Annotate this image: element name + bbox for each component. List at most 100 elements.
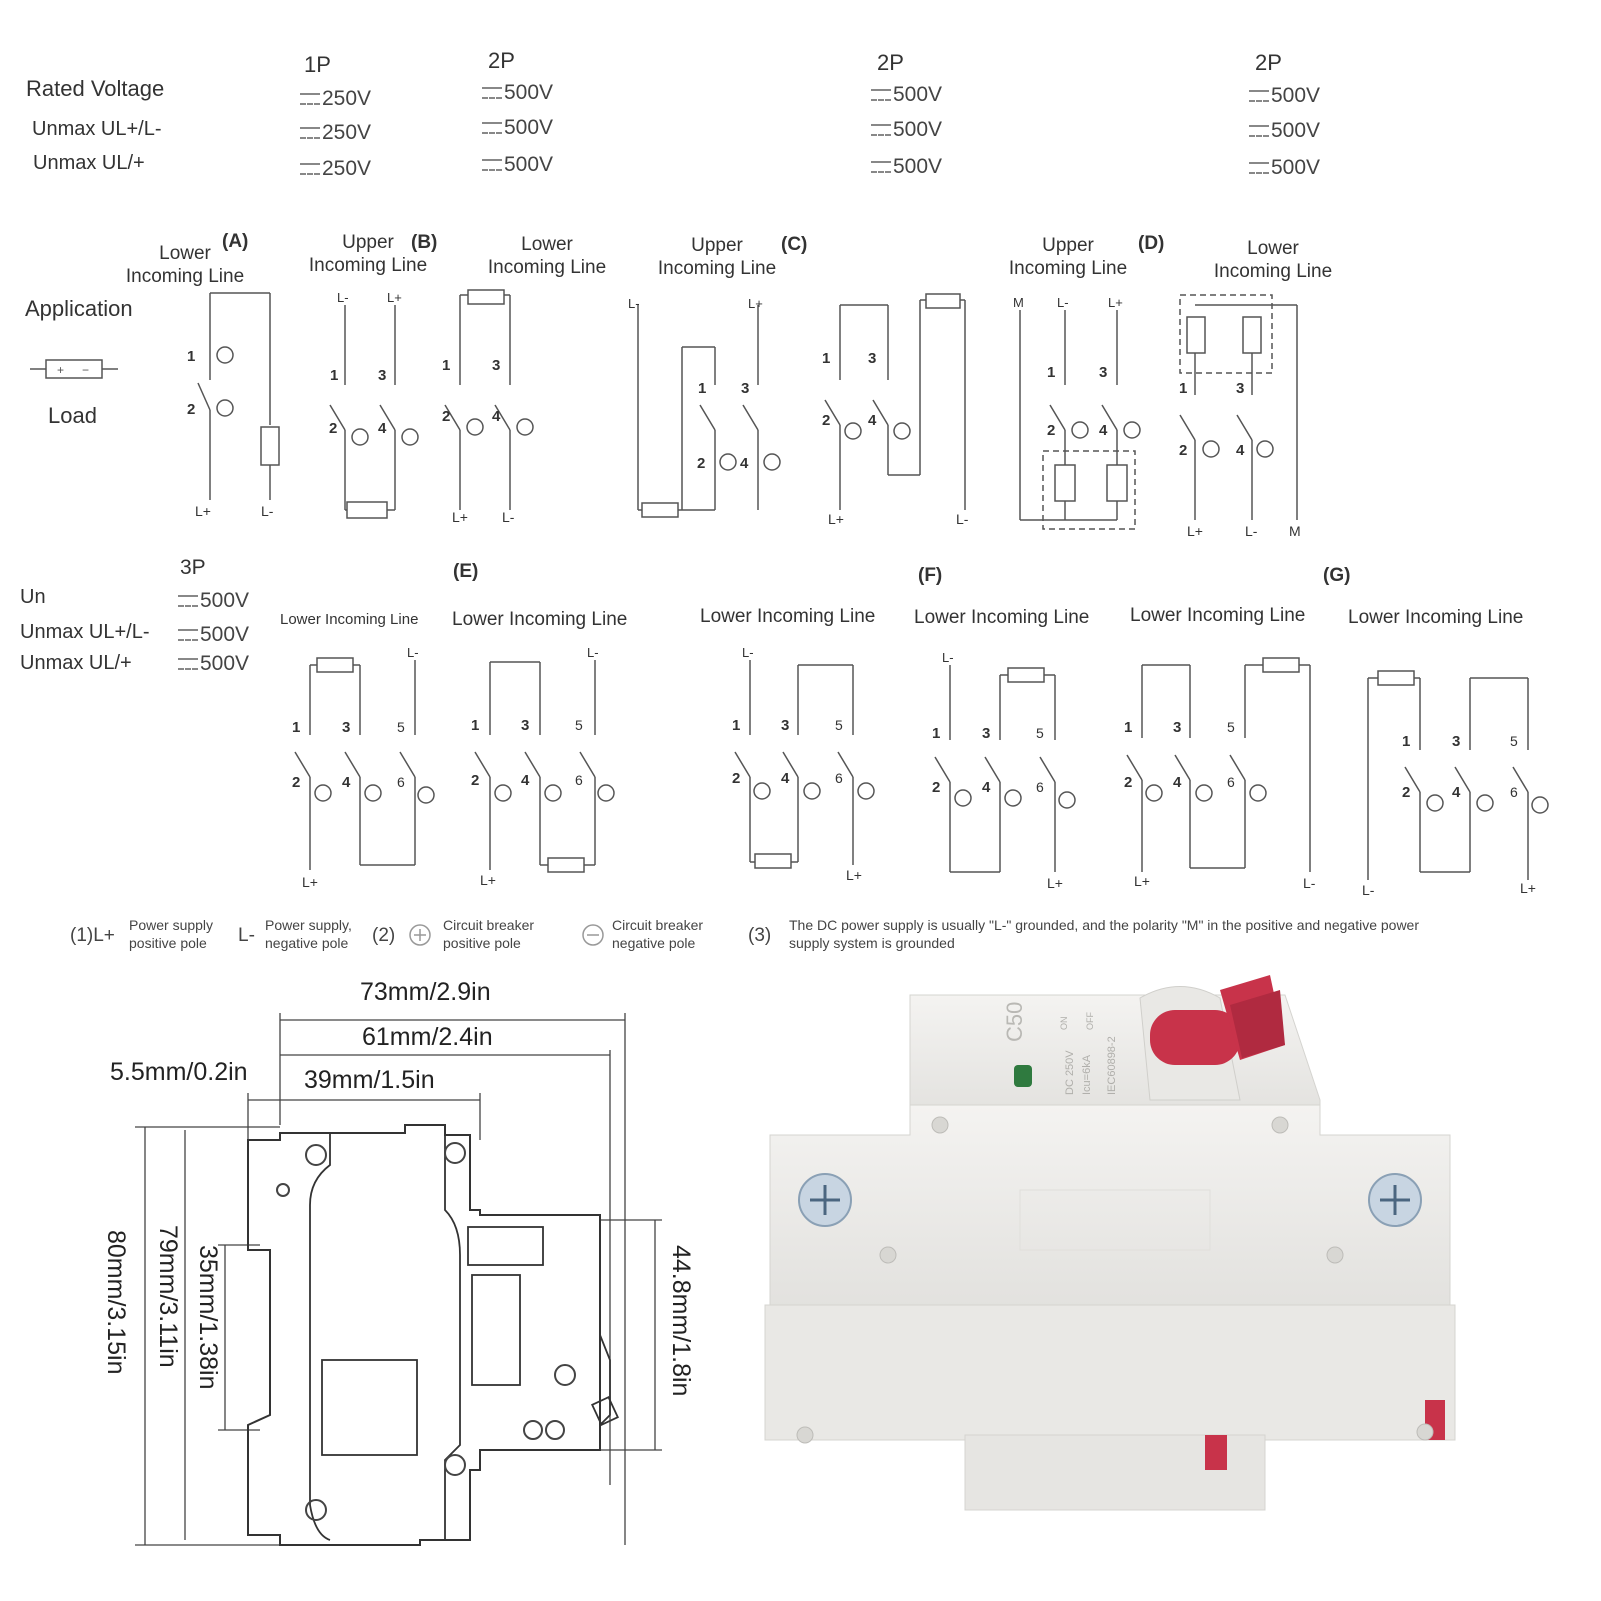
svg-text:2: 2 <box>1124 774 1132 791</box>
svg-text:1: 1 <box>442 357 450 374</box>
diagram-mark-a: (A) <box>222 231 249 252</box>
dc-symbol-icon <box>178 658 198 671</box>
svg-text:3: 3 <box>868 350 876 367</box>
svg-text:L+: L+ <box>1134 873 1150 889</box>
svg-text:L-: L- <box>337 290 349 305</box>
svg-text:3: 3 <box>1236 380 1244 397</box>
svg-text:L-: L- <box>628 296 640 311</box>
diagram-mark-e: (E) <box>453 561 479 582</box>
svg-text:2: 2 <box>732 770 740 787</box>
legend-lminus: L- <box>238 925 255 946</box>
svg-text:L-: L- <box>742 645 754 660</box>
svg-text:1: 1 <box>1124 719 1132 736</box>
dc-symbol-icon <box>482 122 502 135</box>
unmax-lplus-lminus-label: Unmax UL+/L- <box>32 118 162 140</box>
svg-text:L-: L- <box>407 645 419 660</box>
svg-text:6: 6 <box>1510 784 1518 800</box>
rating-value: 500V <box>178 589 249 613</box>
dimension-width-5-5: 5.5mm/0.2in <box>110 1058 248 1086</box>
svg-text:Icu=6kA: Icu=6kA <box>1081 1054 1093 1095</box>
wiring-diagram-d-upper: M L- L+ 1 3 2 4 <box>1013 295 1141 530</box>
circuit-breaker-product-image: C50 DC 250V Icu=6kA IEC60898-2 ON OFF <box>764 975 1456 1511</box>
dc-symbol-icon <box>1249 90 1269 103</box>
diagram-mark-d: (D) <box>1138 233 1165 254</box>
dc-symbol-icon <box>300 163 320 176</box>
pole-1p-header: 1P <box>304 52 331 77</box>
wiring-diagram-b-lower: 1 3 2 4 L+ L- <box>442 289 534 525</box>
svg-text:L-: L- <box>1303 875 1316 891</box>
svg-text:4: 4 <box>868 412 877 429</box>
svg-text:5: 5 <box>575 717 583 733</box>
incoming-line-title: Lower Incoming Line <box>1348 607 1524 628</box>
svg-text:6: 6 <box>1227 774 1235 790</box>
dc-symbol-icon <box>300 93 320 106</box>
application-label: Application <box>25 296 133 321</box>
svg-text:3: 3 <box>378 367 386 384</box>
svg-text:5: 5 <box>397 719 405 735</box>
diagram-mark-f: (F) <box>918 565 943 586</box>
svg-text:3: 3 <box>781 717 789 734</box>
incoming-line-title: Lower Incoming Line <box>280 611 419 628</box>
legend-power-negative: Power supply,negative pole <box>265 917 352 951</box>
svg-text:4: 4 <box>982 779 991 796</box>
svg-text:L-: L- <box>1362 882 1375 898</box>
dc-symbol-icon <box>300 127 320 140</box>
svg-text:2: 2 <box>1179 442 1187 459</box>
svg-text:L+: L+ <box>452 509 468 525</box>
svg-text:2: 2 <box>187 401 195 418</box>
svg-text:1: 1 <box>292 719 300 736</box>
svg-text:6: 6 <box>397 774 405 790</box>
svg-text:4: 4 <box>521 772 530 789</box>
wiring-diagram-c-upper: L- L+ 1 3 2 4 <box>628 296 781 518</box>
svg-text:L+: L+ <box>1108 295 1123 310</box>
rating-value: 500V <box>482 153 553 177</box>
svg-text:4: 4 <box>1173 774 1182 791</box>
rated-voltage-label: Rated Voltage <box>26 76 165 101</box>
svg-text:5: 5 <box>1510 733 1518 749</box>
svg-text:OFF: OFF <box>1085 1012 1095 1030</box>
svg-text:M: M <box>1013 295 1024 310</box>
svg-text:L-: L- <box>942 650 954 665</box>
dimension-height-80: 80mm/3.15in <box>102 1230 130 1375</box>
wiring-diagram-b-upper: L- L+ 1 3 2 4 <box>329 290 419 519</box>
svg-text:L+: L+ <box>748 296 763 311</box>
dimension-drawing <box>135 1013 662 1546</box>
rating-value: 250V <box>300 121 371 145</box>
legend-note-2: (2) <box>372 925 396 946</box>
svg-text:1: 1 <box>932 725 940 742</box>
diagram-mark-c: (C) <box>781 234 808 255</box>
svg-text:−: − <box>82 363 89 377</box>
svg-text:1: 1 <box>330 367 338 384</box>
pole-2p-header: 2P <box>877 50 904 75</box>
svg-text:6: 6 <box>835 770 843 786</box>
svg-text:L+: L+ <box>846 867 862 883</box>
rating-value: 250V <box>300 157 371 181</box>
dc-symbol-icon <box>1249 162 1269 175</box>
svg-text:C50: C50 <box>1002 1002 1027 1042</box>
diagram-mark-g: (G) <box>1323 565 1351 586</box>
rating-value: 500V <box>1249 84 1320 108</box>
incoming-line-title: Lower Incoming Line <box>452 609 628 630</box>
pole-2p-header: 2P <box>488 48 515 73</box>
svg-text:L+: L+ <box>1520 880 1536 896</box>
dc-symbol-icon <box>178 629 198 642</box>
dc-symbol-icon <box>1249 125 1269 138</box>
svg-text:ON: ON <box>1059 1017 1069 1031</box>
legend-grounding-note: The DC power supply is usually "L-" grou… <box>789 917 1419 951</box>
rating-value: 500V <box>1249 156 1320 180</box>
legend-note-1: (1)L+ <box>70 925 115 946</box>
svg-text:4: 4 <box>781 770 790 787</box>
incoming-line-title: Lower Incoming Line <box>700 606 876 627</box>
svg-text:L-: L- <box>587 645 599 660</box>
svg-text:3: 3 <box>521 717 529 734</box>
svg-text:L-: L- <box>1245 523 1258 539</box>
svg-text:5: 5 <box>835 717 843 733</box>
svg-text:2: 2 <box>932 779 940 796</box>
